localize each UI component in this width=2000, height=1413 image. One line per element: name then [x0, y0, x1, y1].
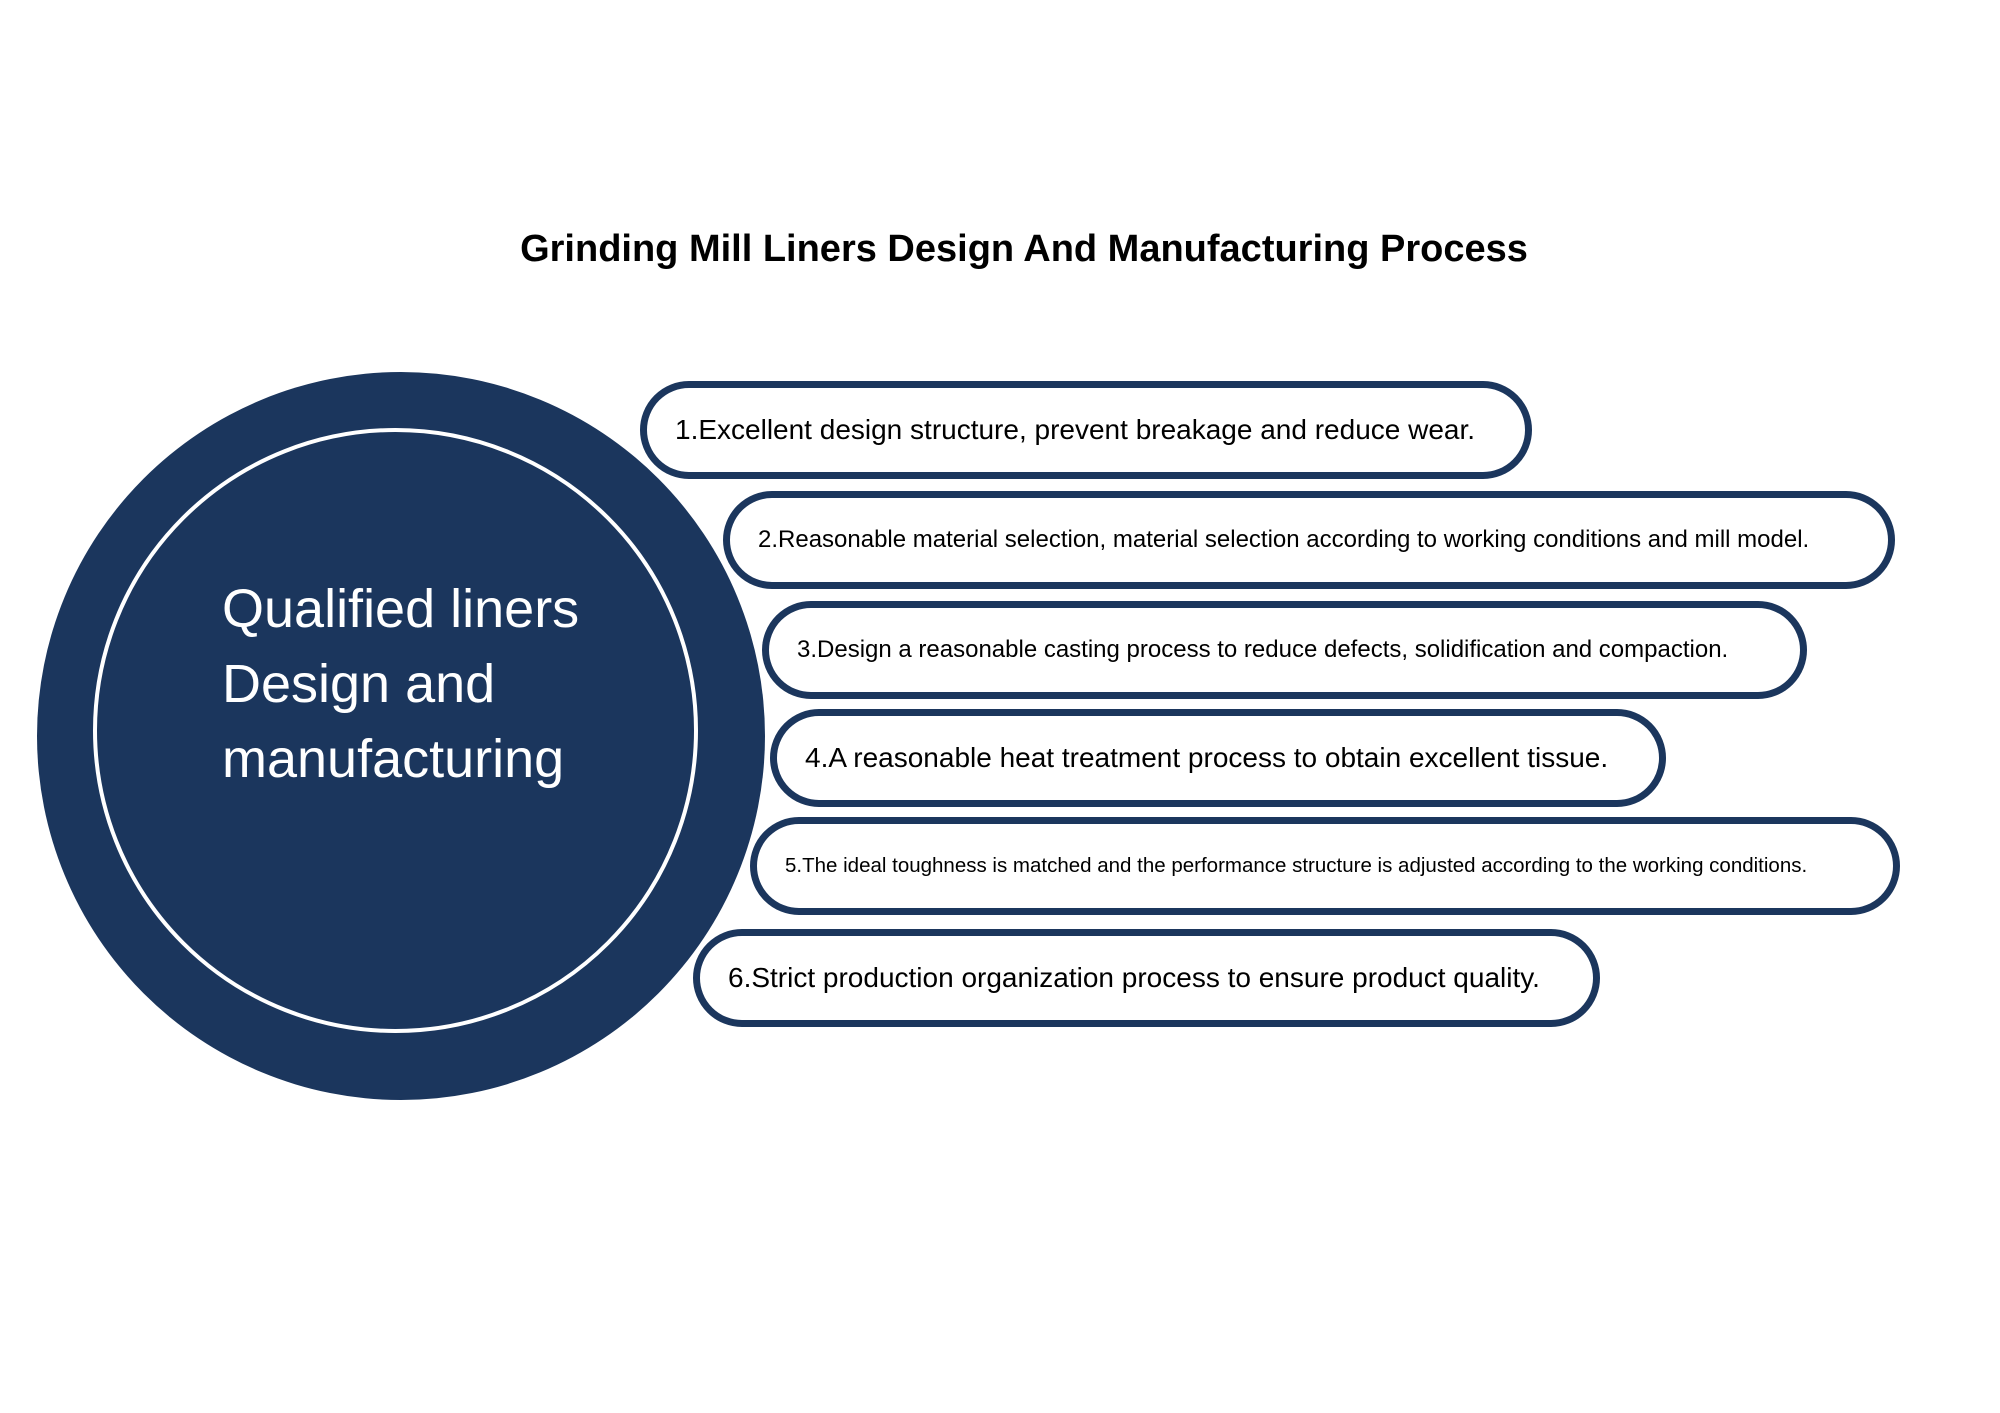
step-5-box: 5.The ideal toughness is matched and the…: [750, 817, 1900, 915]
step-3-box: 3.Design a reasonable casting process to…: [762, 601, 1807, 699]
diagram-title: Grinding Mill Liners Design And Manufact…: [520, 228, 1528, 270]
central-label-line-1: Qualified liners: [222, 579, 580, 639]
central-label-line-3: manufacturing: [222, 729, 565, 789]
step-6-box: 6.Strict production organization process…: [693, 929, 1600, 1027]
step-1-box: 1.Excellent design structure, prevent br…: [640, 381, 1532, 479]
step-2-box: 2.Reasonable material selection, materia…: [723, 491, 1895, 589]
step-6-text: 6.Strict production organization process…: [728, 962, 1540, 993]
central-circle-inner-ring: [93, 428, 698, 1033]
step-1-text: 1.Excellent design structure, prevent br…: [675, 414, 1476, 445]
central-circle-label: Qualified liners Design and manufacturin…: [222, 572, 642, 797]
step-4-text: 4.A reasonable heat treatment process to…: [805, 742, 1609, 773]
step-3-text: 3.Design a reasonable casting process to…: [797, 636, 1729, 663]
step-4-box: 4.A reasonable heat treatment process to…: [770, 709, 1666, 807]
central-label-line-2: Design and: [222, 654, 496, 714]
step-5-text: 5.The ideal toughness is matched and the…: [785, 854, 1808, 877]
step-2-text: 2.Reasonable material selection, materia…: [758, 526, 1810, 553]
